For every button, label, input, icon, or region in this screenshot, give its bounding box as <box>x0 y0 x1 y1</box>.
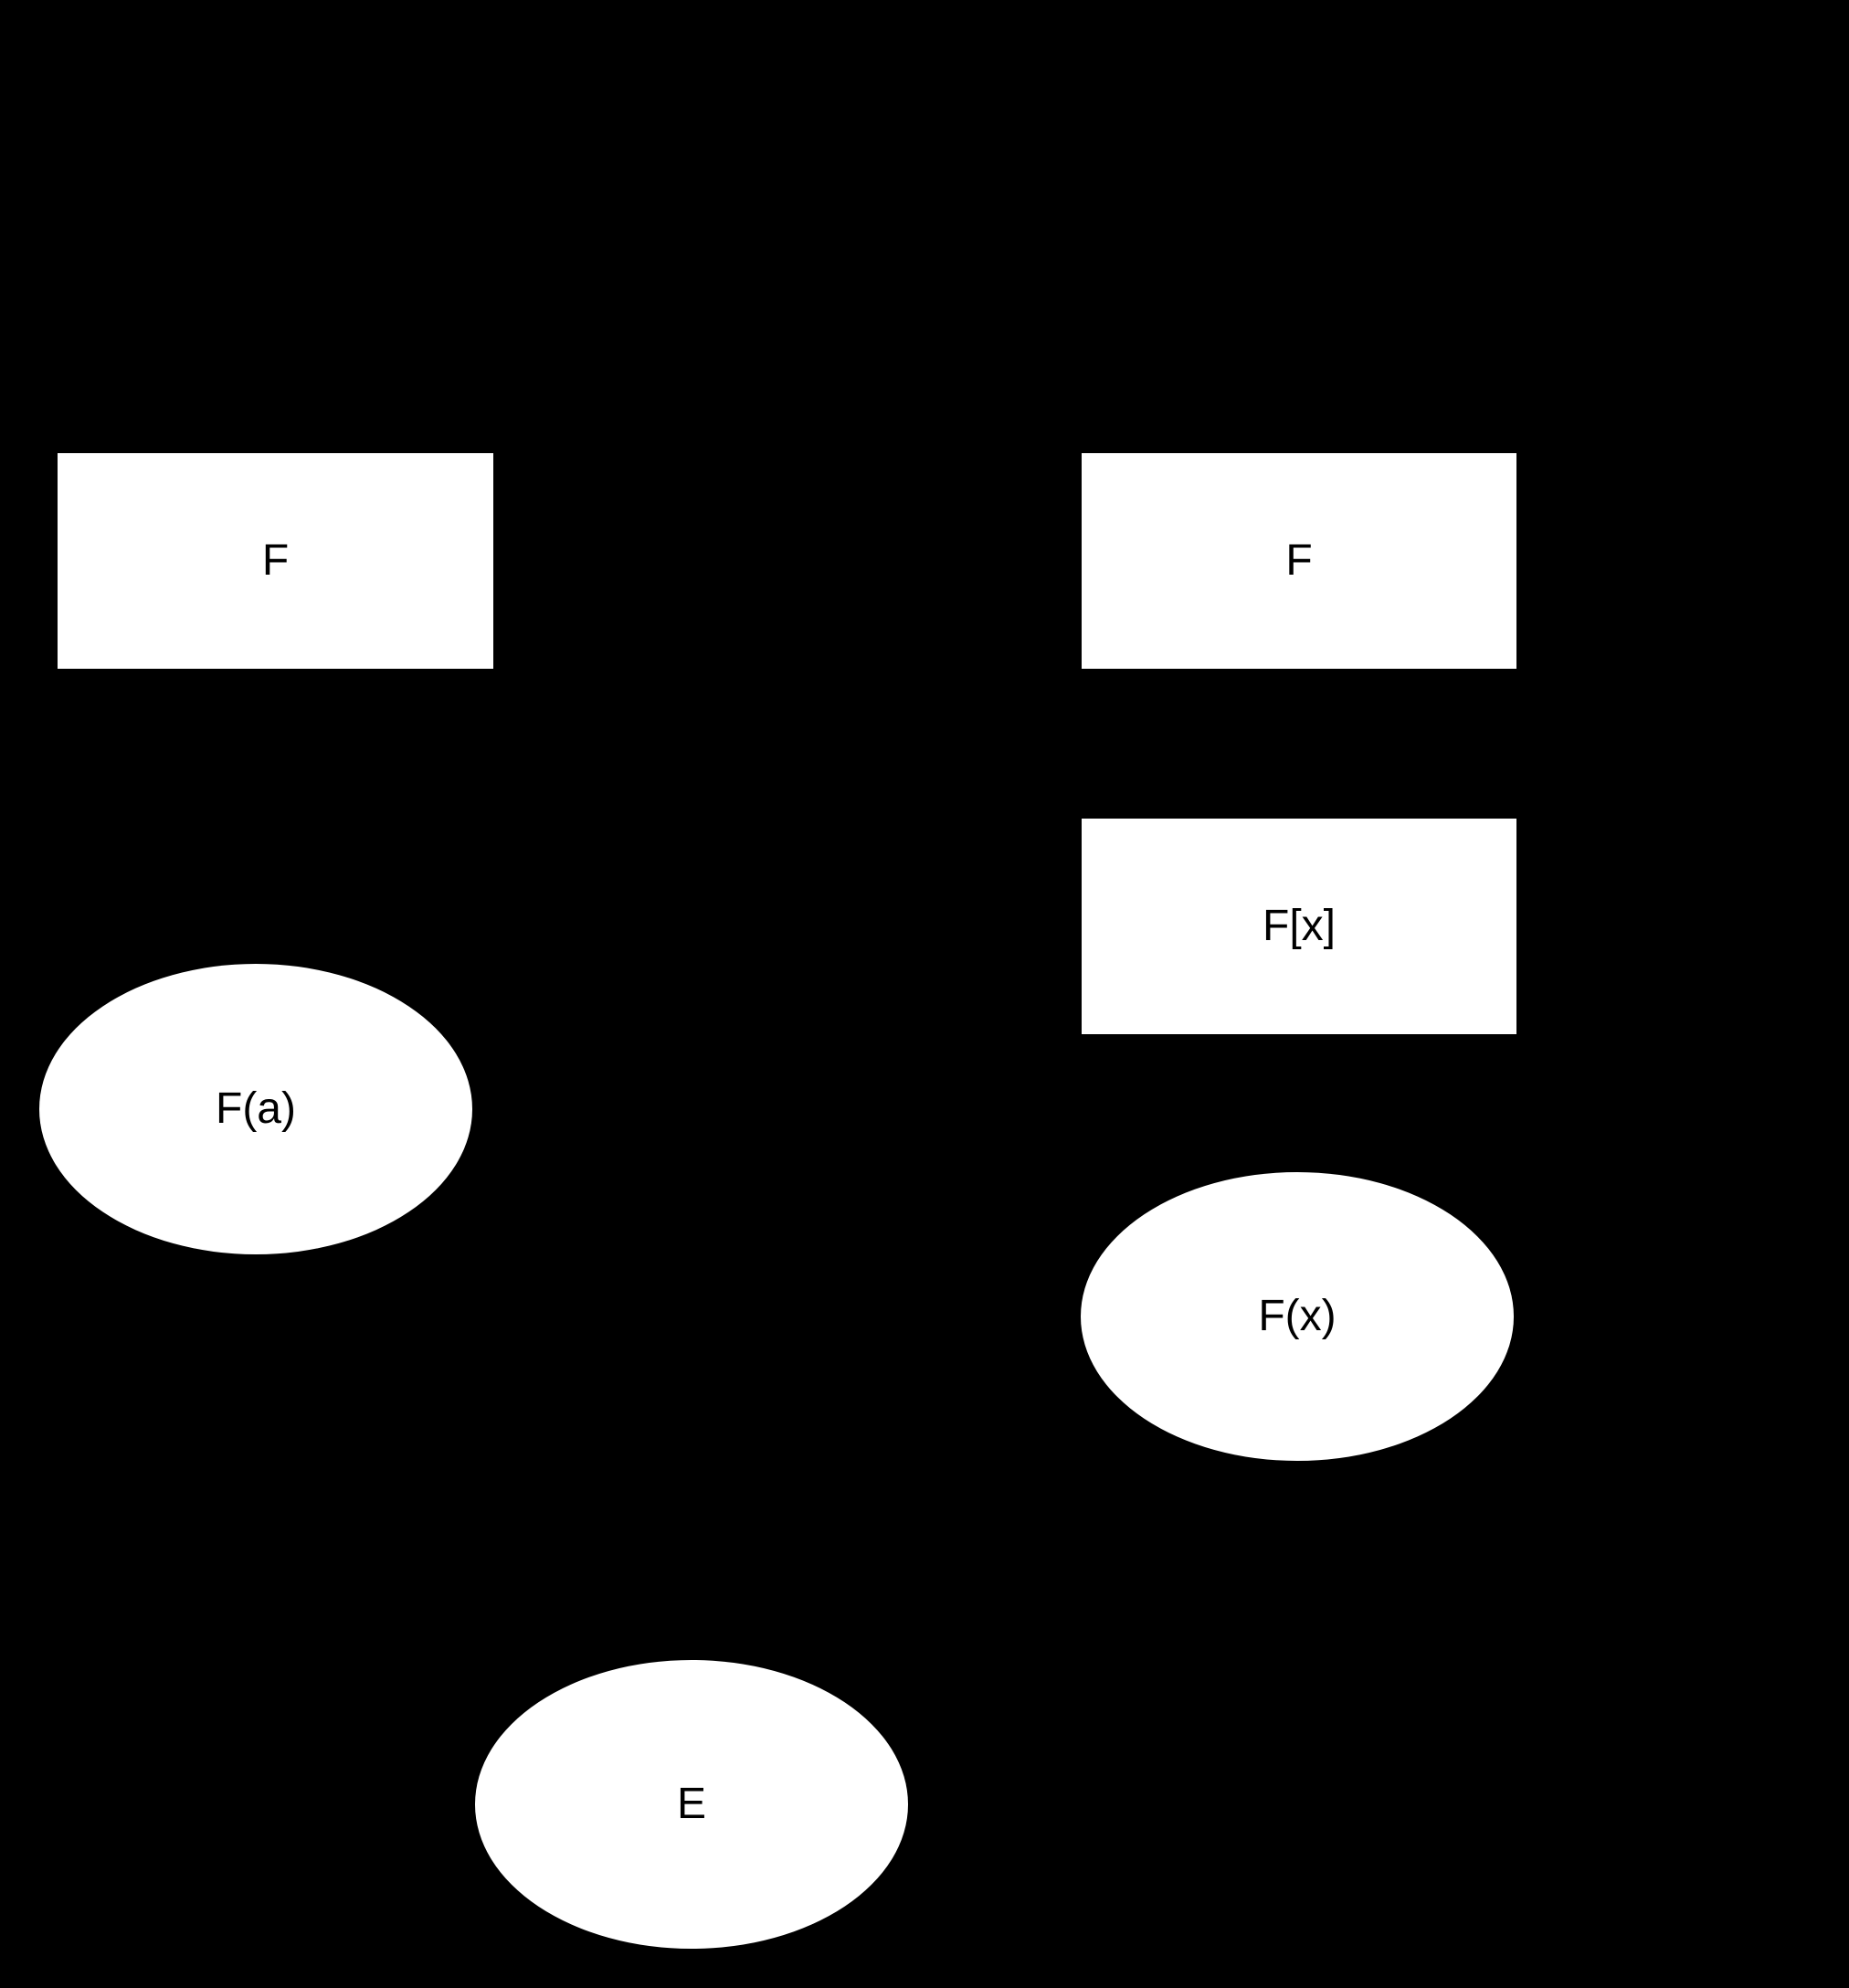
node-field-E-label: E <box>676 1780 706 1828</box>
node-field-F-a-label: F(a) <box>216 1084 296 1133</box>
node-polynomial-ring-F-x-label: F[x] <box>1263 902 1336 950</box>
node-field-F-right-label: F <box>1285 536 1313 585</box>
node-field-E: E <box>475 1660 908 1949</box>
node-field-F-x: F(x) <box>1081 1172 1514 1461</box>
node-field-F-left: F <box>58 453 493 669</box>
node-field-F-x-label: F(x) <box>1258 1292 1337 1340</box>
node-field-F-a: F(a) <box>39 964 472 1254</box>
node-polynomial-ring-F-x: F[x] <box>1082 819 1516 1034</box>
node-field-F-left-label: F <box>261 536 290 585</box>
node-field-F-right: F <box>1082 453 1516 669</box>
